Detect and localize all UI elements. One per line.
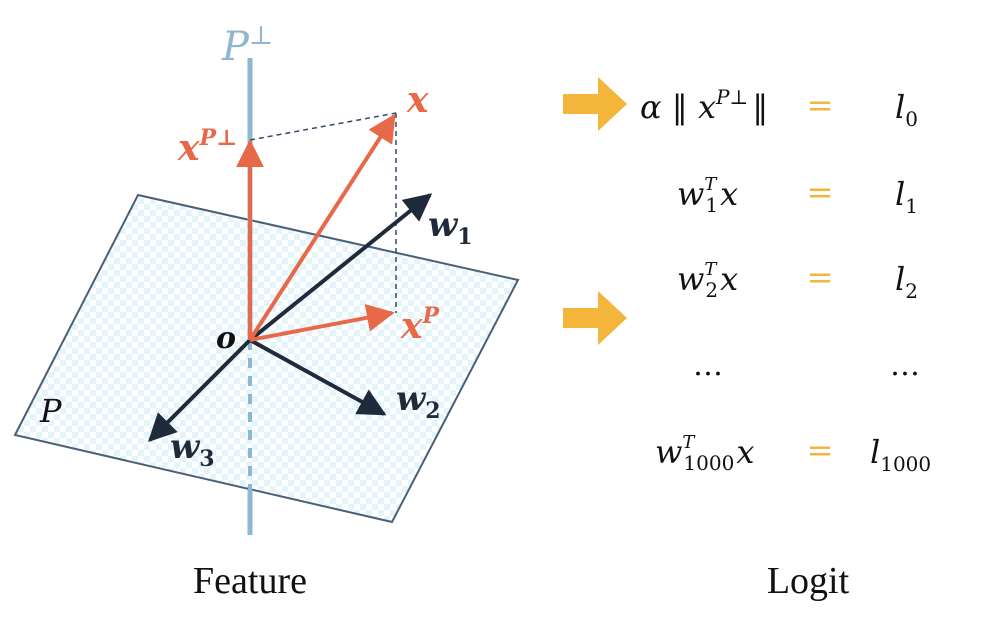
logit-lhs: α ‖ xP⊥‖ — [640, 85, 768, 126]
w2-vector — [249, 338, 387, 416]
logit-caption: Logit — [767, 560, 850, 602]
feature-caption: Feature — [193, 560, 307, 602]
logit-equals: = — [807, 431, 834, 469]
logit-rhs: l2 — [895, 260, 918, 303]
logit-rhs: l1 — [895, 175, 918, 218]
perp-axis-label: P⊥ — [221, 21, 273, 70]
logit-lhs-ellipsis: … — [693, 348, 723, 383]
xp-label: xP — [400, 303, 440, 347]
logit-rhs: l0 — [895, 88, 918, 131]
x-label: x — [406, 79, 429, 121]
origin-label: o — [216, 321, 236, 356]
w2-label: w2 — [396, 379, 441, 424]
w1-label: w1 — [428, 205, 473, 250]
logit-rhs: l1000 — [870, 433, 931, 476]
w3-vector — [148, 338, 252, 442]
plane-label: P — [39, 392, 62, 430]
logit-rhs-ellipsis: … — [890, 348, 920, 383]
w1-vector — [248, 193, 433, 342]
xperp-label: xP⊥ — [177, 125, 237, 169]
projection-line-top — [249, 112, 397, 141]
x-vector — [248, 113, 396, 342]
highlight-arrow-icon-top — [563, 77, 627, 131]
xp-vector — [249, 303, 395, 342]
w3-label: w3 — [170, 427, 215, 472]
logit-equals: = — [807, 173, 834, 211]
plane-p — [13, 193, 520, 524]
logit-row-0: α ‖ xP⊥‖ = l0 — [640, 85, 918, 131]
highlight-arrow-icon-bottom — [563, 291, 627, 345]
logit-row-ellipsis: … … — [693, 348, 920, 383]
logit-equals: = — [807, 258, 834, 296]
logit-equals: = — [807, 86, 834, 124]
